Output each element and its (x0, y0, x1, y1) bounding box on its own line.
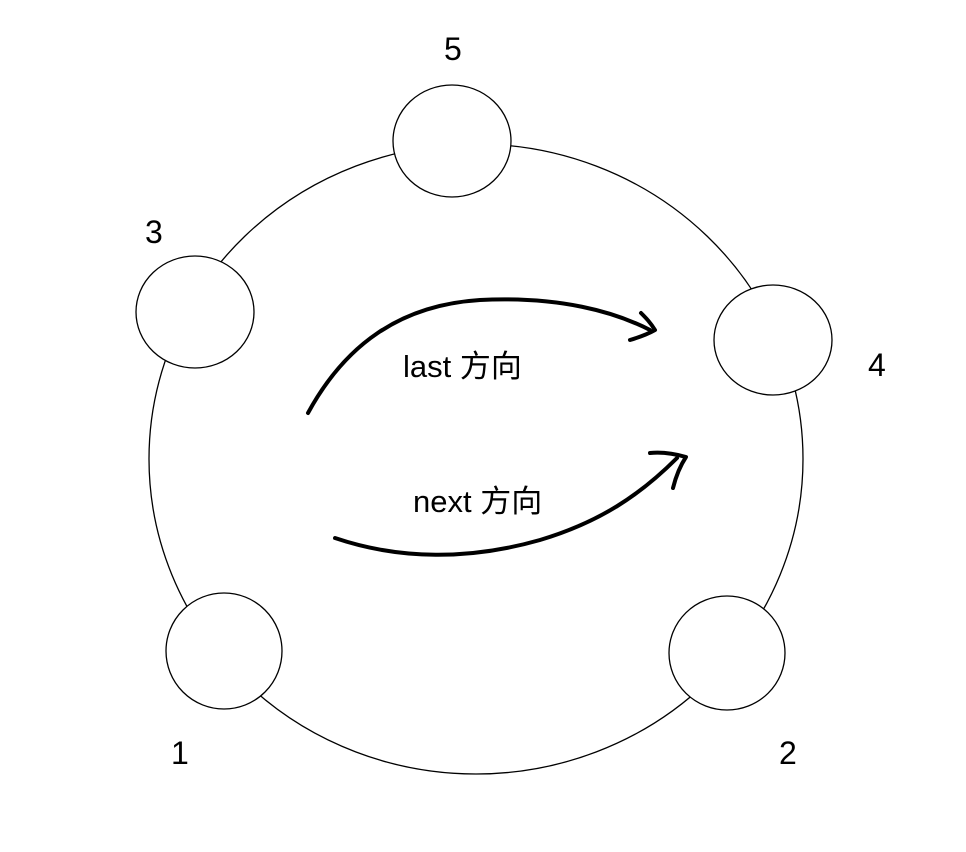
node-4-circle (713, 284, 833, 396)
node-5-circle (392, 84, 512, 198)
last-direction-label: last 方向 (403, 349, 522, 384)
node-3-circle (135, 255, 255, 369)
last-direction-arrow (306, 297, 657, 415)
next-direction-label: next 方向 (413, 484, 542, 519)
node-2-circle (668, 595, 786, 711)
node-4-label: 4 (868, 347, 886, 383)
next-direction-curve (333, 456, 679, 557)
node-1-circle (165, 592, 283, 710)
last-direction-arrowhead (628, 311, 657, 342)
node-1-label: 1 (171, 735, 189, 771)
node-2-label: 2 (779, 735, 797, 771)
node-5-label: 5 (444, 31, 462, 67)
next-direction-arrow (333, 450, 688, 557)
node-3-label: 3 (145, 214, 163, 250)
next-direction-arrowhead (648, 450, 688, 490)
last-direction-curve (306, 297, 652, 415)
